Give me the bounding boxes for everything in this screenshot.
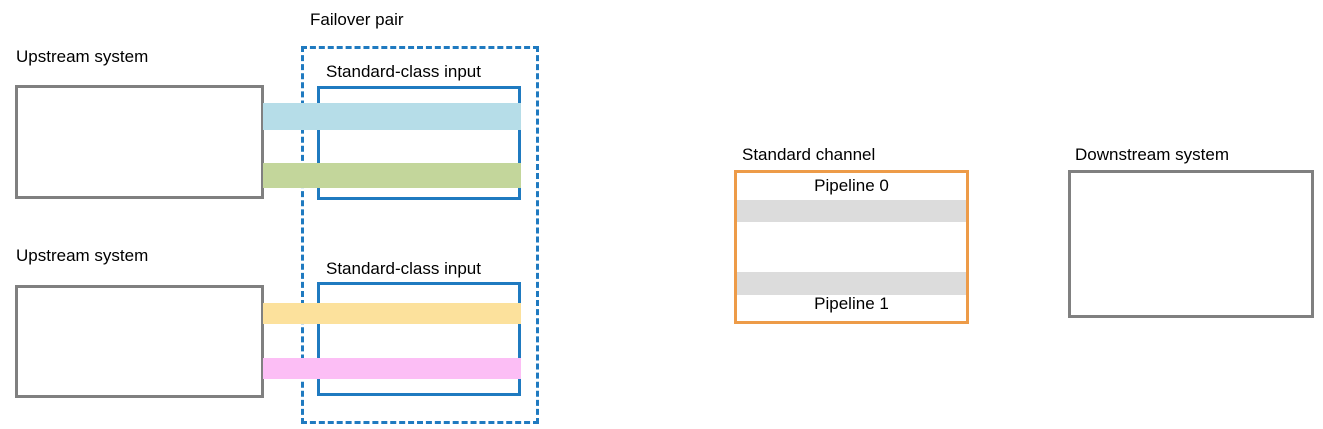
flow-bar-yellow [263, 303, 521, 324]
failover-pair-group [301, 46, 539, 424]
standard-class-input-2-box[interactable] [317, 282, 521, 396]
pipeline-1-bar [737, 272, 966, 295]
upstream-system-2-box[interactable] [15, 285, 264, 398]
upstream-system-1-label: Upstream system [16, 47, 149, 66]
flow-bar-green [263, 163, 521, 188]
standard-channel-box[interactable] [734, 170, 969, 324]
upstream-system-1-box[interactable] [15, 85, 264, 199]
flow-bar-blue [263, 103, 521, 130]
pipeline-1-label: Pipeline 1 [814, 294, 889, 313]
standard-class-input-1-label: Standard-class input [326, 62, 481, 81]
flow-bar-pink [263, 358, 521, 379]
standard-class-input-2-label: Standard-class input [326, 259, 481, 278]
pipeline-0-bar [737, 200, 966, 222]
standard-channel-label: Standard channel [742, 145, 876, 164]
downstream-system-box[interactable] [1068, 170, 1314, 318]
downstream-system-label: Downstream system [1075, 145, 1229, 164]
standard-class-input-1-box[interactable] [317, 86, 521, 200]
failover-pair-title: Failover pair [310, 10, 404, 29]
upstream-system-2-label: Upstream system [16, 246, 149, 265]
pipeline-0-label: Pipeline 0 [814, 176, 889, 195]
